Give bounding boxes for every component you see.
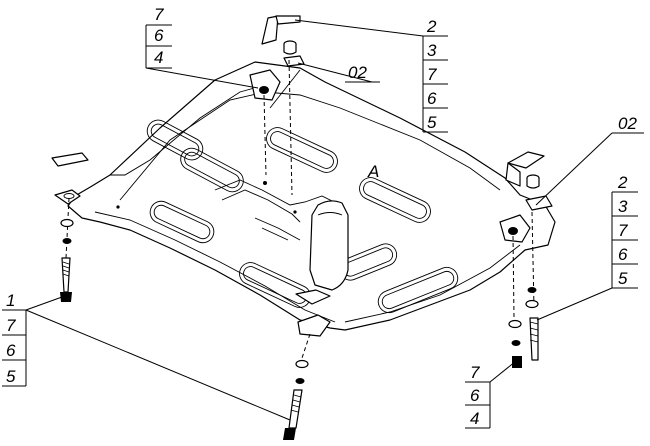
callout-label: 7 [6, 316, 16, 335]
callout-label: 7 [154, 5, 164, 24]
fasteners-left [60, 218, 74, 302]
callout-label: 6 [470, 386, 480, 405]
callout-label: 4 [470, 409, 479, 428]
bolt-right [529, 317, 539, 361]
ref-label-right: 02 [618, 114, 637, 133]
slot-5 [149, 200, 215, 244]
mount-tab-bottom [295, 289, 331, 337]
callout-label: 6 [427, 89, 437, 108]
callout-label: 6 [6, 341, 16, 360]
bracket-left [51, 152, 89, 167]
bracket-top [261, 15, 305, 67]
slot-4 [359, 177, 431, 223]
callout-label: 4 [154, 48, 163, 67]
leader-lines [25, 19, 644, 421]
callout-label: 3 [427, 41, 437, 60]
callout-label: 5 [618, 269, 628, 288]
callout-label: 5 [6, 367, 16, 386]
callout-right: 2 3 7 6 5 [611, 173, 638, 289]
fasteners-bottom [283, 359, 309, 440]
axis-left [65, 197, 70, 259]
plate-hole [116, 205, 120, 209]
mount-tab-right [499, 214, 531, 243]
center-channel [309, 200, 349, 291]
slot-1 [146, 119, 204, 161]
callout-label: 6 [618, 245, 628, 264]
callout-label: 5 [427, 113, 437, 132]
callout-label: 2 [426, 17, 437, 36]
skid-plate [67, 61, 556, 331]
slot-3 [266, 127, 338, 173]
axis-top [263, 94, 267, 176]
plate-hole [293, 210, 297, 214]
callout-label: 3 [618, 197, 628, 216]
bracket-right [505, 151, 553, 211]
callout-label: 7 [427, 65, 437, 84]
callout-bottom-right: 7 6 4 [465, 363, 491, 429]
axis-top-2 [288, 59, 293, 196]
callout-top-left: 7 6 4 [145, 5, 172, 69]
axis-bottom [301, 333, 311, 359]
slot-7 [377, 266, 459, 314]
callout-top-center: 2 3 7 6 5 [422, 17, 448, 133]
ref-label-top: 02 [348, 63, 367, 82]
callout-label: 2 [617, 173, 628, 192]
callout-label: 7 [470, 363, 480, 382]
mount-tab-top [249, 69, 281, 101]
callout-left: 1 7 6 5 [2, 291, 27, 387]
callout-label: 7 [618, 221, 628, 240]
callout-label: 1 [6, 291, 15, 310]
plate-hole [263, 181, 267, 185]
slot-2 [180, 147, 244, 193]
plate-mark: A [367, 162, 379, 181]
fasteners-right [508, 287, 539, 368]
callout-label: 6 [154, 26, 164, 45]
